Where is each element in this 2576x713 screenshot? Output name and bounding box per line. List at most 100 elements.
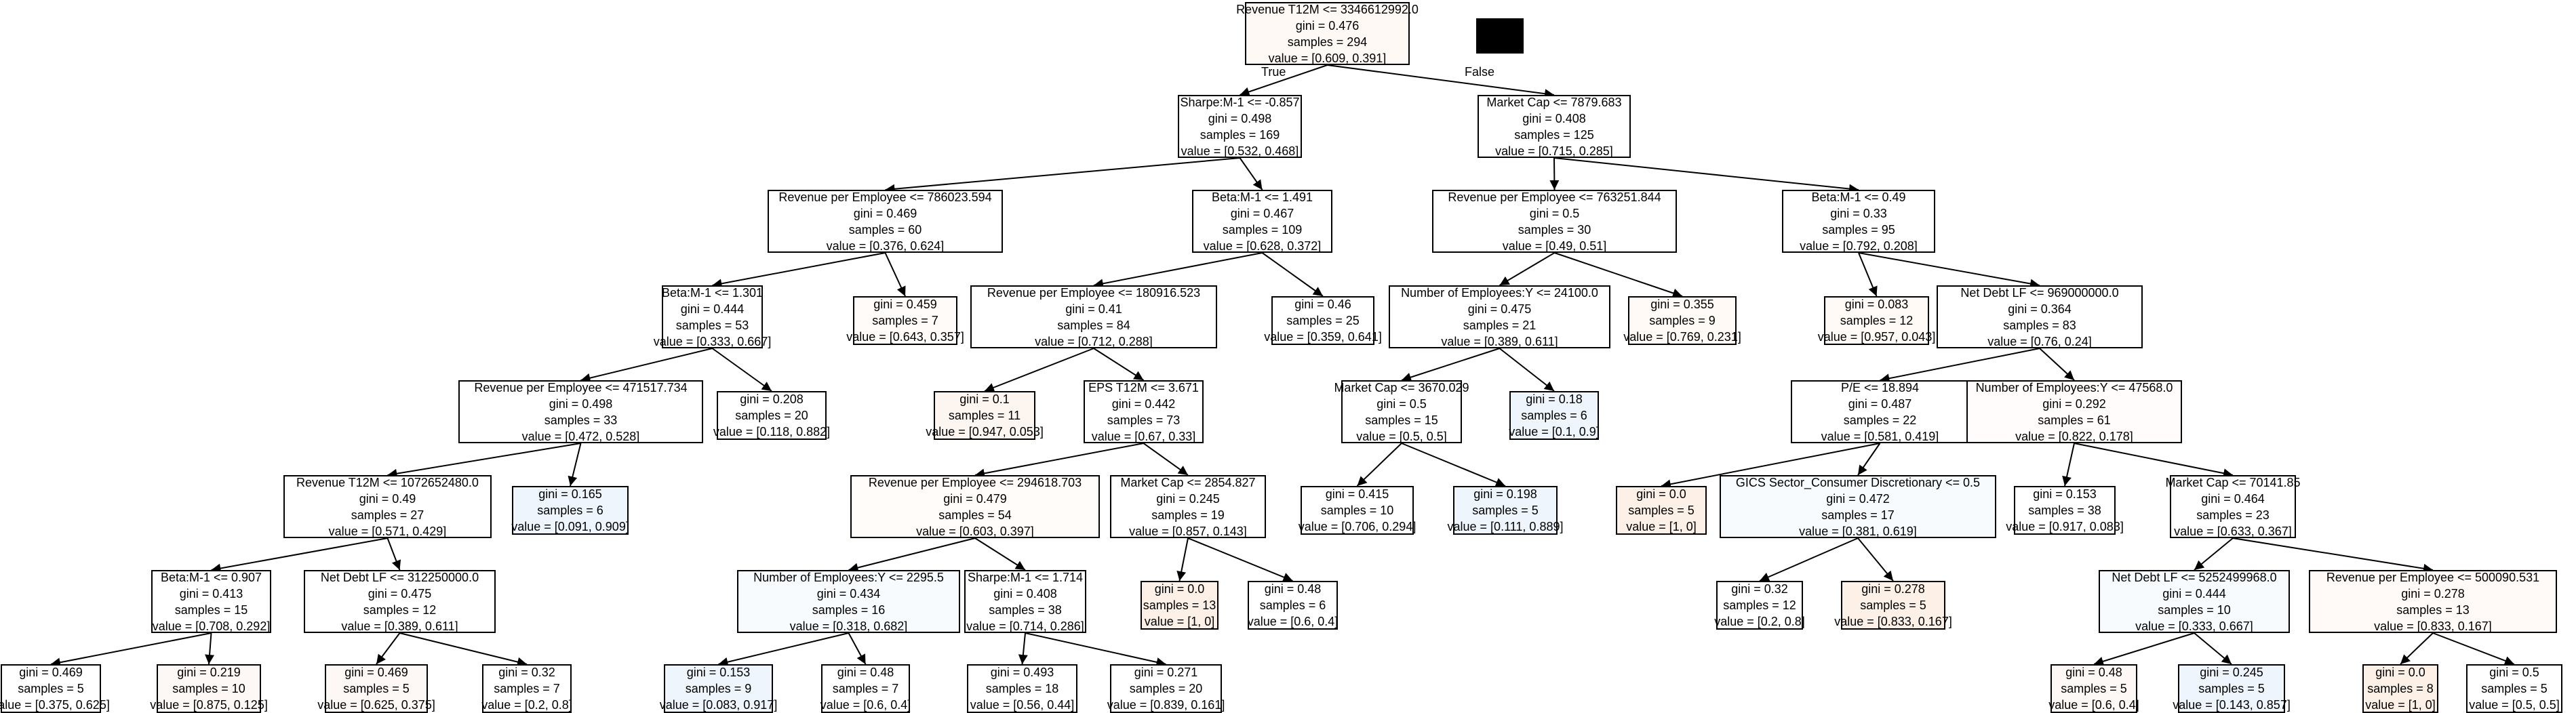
node-line: gini = 0.292 [2042, 396, 2106, 411]
node-line: samples = 169 [1200, 127, 1280, 142]
node-line: gini = 0.408 [993, 586, 1057, 600]
node-line: value = [0.706, 0.294] [1298, 520, 1416, 533]
node-line: value = [0.633, 0.367] [2174, 524, 2292, 538]
tree-edge-n36-n49 [1018, 632, 1028, 665]
node-line: samples = 5 [1472, 504, 1539, 517]
node-line: gini = 0.476 [1295, 18, 1360, 33]
tree-edge-n42-n53 [2400, 632, 2434, 665]
node-line: EPS T12M <= 3.671 [1088, 380, 1199, 394]
node-line: samples = 73 [1107, 413, 1181, 427]
node-line: samples = 7 [832, 682, 899, 695]
node-line: gini = 0.469 [853, 206, 917, 220]
node-line: Number of Employees:Y <= 2295.5 [753, 570, 944, 584]
node-line: samples = 60 [848, 222, 922, 237]
node-line: samples = 294 [1287, 35, 1368, 49]
node-line: value = [0.375, 0.625] [0, 698, 110, 712]
tree-edge-n0-n2 [1327, 64, 1555, 99]
node-line: gini = 0.415 [1325, 487, 1389, 501]
tree-edge-n21-n30 [1857, 443, 1881, 476]
node-line: value = [0.839, 0.161] [1107, 698, 1225, 712]
node-line: Sharpe:M-1 <= 1.714 [967, 570, 1084, 584]
node-line: value = [0.712, 0.288] [1035, 334, 1153, 348]
tree-edge-n34-n46 [399, 632, 528, 667]
node-line: samples = 9 [1649, 314, 1716, 327]
node-line: Net Debt LF <= 5252499968.0 [2112, 570, 2277, 584]
node-line: gini = 0.32 [1731, 582, 1788, 596]
node-line: samples = 6 [537, 504, 603, 517]
tree-edge-n11-n19 [1401, 348, 1500, 382]
node-line: value = [0.76, 0.24] [1987, 334, 2092, 348]
node-line: Revenue T12M <= 3346612992.0 [1236, 2, 1419, 16]
tree-edge-n4-n9 [1093, 252, 1263, 289]
node-line: samples = 95 [1822, 222, 1895, 237]
node-line: gini = 0.487 [1848, 396, 1912, 411]
node-line: gini = 0.32 [498, 666, 555, 679]
node-line: value = [0.609, 0.391] [1268, 51, 1387, 65]
node-line: samples = 15 [174, 603, 248, 617]
node-line: Net Debt LF <= 969000000.0 [1960, 285, 2119, 300]
node-line: Market Cap <= 3670.029 [1334, 380, 1469, 394]
node-line: gini = 0.355 [1650, 298, 1714, 311]
node-line: samples = 84 [1057, 318, 1130, 332]
node-line: value = [0.333, 0.667] [2135, 619, 2253, 633]
node-line: Revenue per Employee <= 500090.531 [2326, 570, 2540, 584]
node-line: gini = 0.364 [2008, 302, 2072, 316]
node-line: Number of Employees:Y <= 47568.0 [1975, 380, 2173, 394]
node-line: samples = 25 [1286, 314, 1360, 327]
node-line: value = [0.5, 0.5] [2469, 698, 2560, 712]
tree-edge-n4-n10 [1261, 252, 1324, 297]
tree-node-n18: EPS T12M <= 3.671 gini = 0.442 samples = 7… [1084, 380, 1204, 443]
node-line: P/E <= 18.894 [1840, 380, 1920, 394]
node-line: value = [0.6, 0.4] [1247, 615, 1339, 628]
node-line: samples = 11 [948, 409, 1021, 422]
tree-node-n0: Revenue T12M <= 3346612992.0 gini = 0.476… [1236, 2, 1419, 65]
tree-edge-n32-n41 [2194, 537, 2234, 571]
node-line: Market Cap <= 2854.827 [1120, 475, 1256, 489]
node-line: value = [0.389, 0.611] [1441, 334, 1558, 348]
node-line: value = [0.318, 0.682] [789, 619, 908, 633]
node-line: gini = 0.475 [368, 586, 432, 600]
node-line: value = [1, 0] [1626, 520, 1697, 533]
node-line: gini = 0.5 [1529, 206, 1580, 220]
node-line: value = [0.715, 0.285] [1495, 144, 1613, 158]
node-line: samples = 21 [1463, 318, 1537, 332]
node-line: samples = 6 [1521, 409, 1587, 422]
tree-edge-n33-n44 [205, 632, 215, 665]
node-line: gini = 0.278 [1861, 582, 1925, 596]
tree-edge-n33-n43 [50, 632, 212, 668]
node-line: gini = 0.0 [1154, 582, 1205, 596]
tree-edge-n30-n39 [1759, 537, 1859, 582]
node-line: gini = 0.479 [943, 491, 1007, 506]
node-line: GICS Sector_Consumer Discretionary <= 0.… [1735, 475, 1981, 489]
node-line: samples = 13 [1143, 598, 1216, 612]
tree-node-n30: GICS Sector_Consumer Discretionary <= 0.… [1720, 475, 1996, 538]
node-line: Beta:M-1 <= 1.491 [1211, 190, 1313, 204]
node-line: gini = 0.469 [344, 666, 408, 679]
tree-edge-n14-n21 [1880, 348, 2040, 384]
node-line: samples = 109 [1222, 222, 1303, 237]
node-line: value = [0.2, 0.8] [1714, 615, 1805, 628]
node-line: samples = 18 [985, 682, 1059, 695]
node-line: samples = 33 [544, 413, 618, 427]
node-line: gini = 0.442 [1111, 396, 1176, 411]
tree-edge-n6-n13 [1858, 252, 1878, 297]
